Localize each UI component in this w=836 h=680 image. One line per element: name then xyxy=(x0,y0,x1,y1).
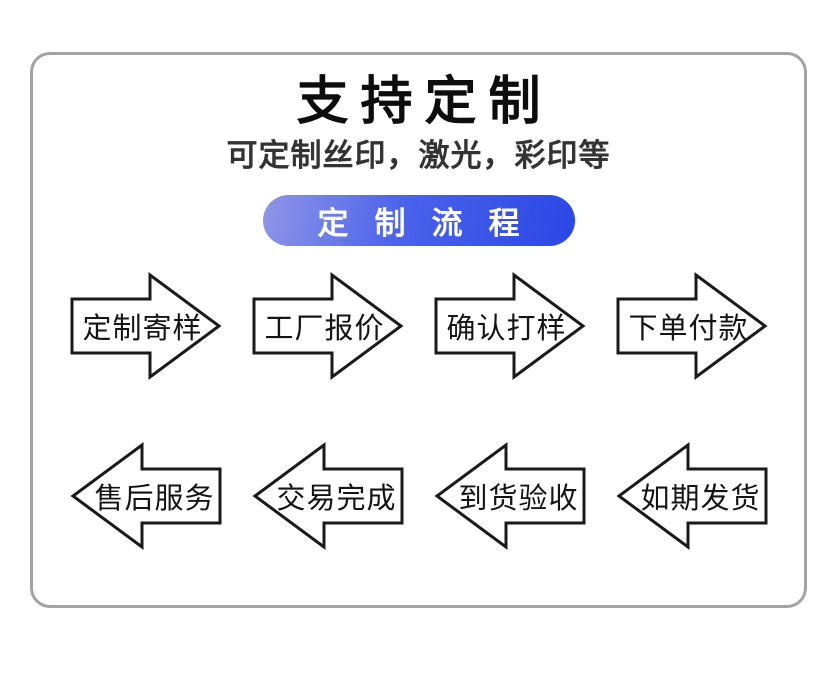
flow-step-label: 交易完成 xyxy=(276,481,397,515)
flow-step: 到货验收 xyxy=(433,442,586,550)
flow-row-top: 定制寄样 工厂报价 确认打样 下单付款 xyxy=(33,272,804,380)
flow-step-label: 到货验收 xyxy=(458,481,579,515)
arrow-right-icon xyxy=(70,272,222,380)
customization-card: 支持定制 可定制丝印，激光，彩印等 定制流程 定制寄样 工厂报价 xyxy=(30,52,807,608)
arrow-left-icon xyxy=(69,442,221,550)
page-title: 支持定制 xyxy=(296,72,553,132)
flow-step: 确认打样 xyxy=(434,272,586,380)
flow-step: 定制寄样 xyxy=(70,272,222,380)
arrow-left-icon xyxy=(433,442,585,550)
flow-step: 下单付款 xyxy=(616,272,768,380)
flow-step-label: 工厂报价 xyxy=(264,311,385,345)
flow-row-bottom: 售后服务 交易完成 到货验收 如期发货 xyxy=(33,442,804,550)
arrow-right-icon xyxy=(434,272,586,380)
flow-step: 售后服务 xyxy=(69,442,222,550)
arrow-right-icon xyxy=(252,272,404,380)
flow-step-label: 如期发货 xyxy=(640,481,761,515)
flow-step: 交易完成 xyxy=(251,442,404,550)
flow-step: 如期发货 xyxy=(615,442,768,550)
arrow-right-icon xyxy=(616,272,768,380)
flow-step-label: 售后服务 xyxy=(94,481,215,515)
process-badge: 定制流程 xyxy=(262,195,575,246)
flow-step-label: 确认打样 xyxy=(446,311,567,345)
process-badge-label: 定制流程 xyxy=(317,206,546,242)
flow-step-label: 定制寄样 xyxy=(82,311,203,345)
flow-step-label: 下单付款 xyxy=(628,311,749,345)
page-subtitle: 可定制丝印，激光，彩印等 xyxy=(226,138,611,174)
arrow-left-icon xyxy=(251,442,403,550)
flow-step: 工厂报价 xyxy=(252,272,404,380)
arrow-left-icon xyxy=(615,442,767,550)
